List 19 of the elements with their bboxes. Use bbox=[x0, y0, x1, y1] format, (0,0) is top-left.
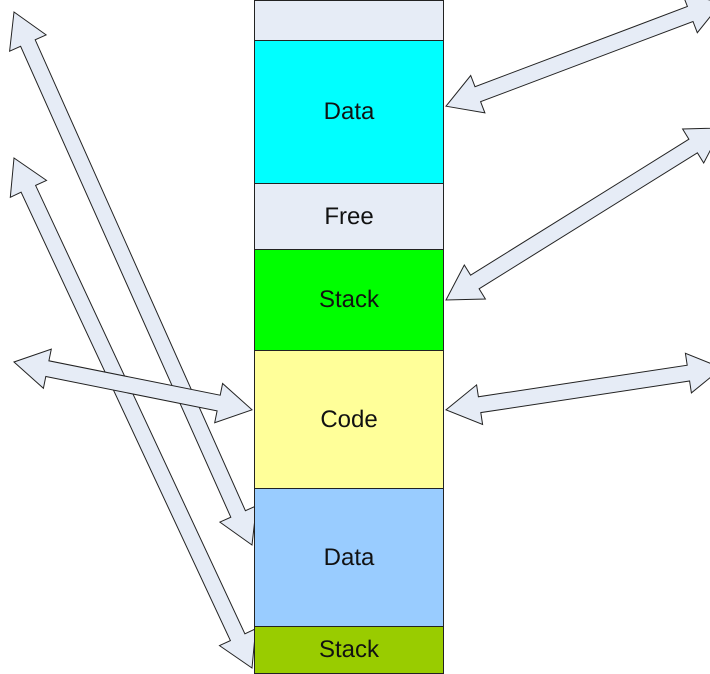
memory-region bbox=[254, 626, 444, 674]
memory-region bbox=[254, 183, 444, 250]
region-label: Stack bbox=[318, 286, 380, 314]
double-arrow bbox=[10, 157, 256, 669]
region-label: Data bbox=[324, 544, 374, 572]
double-arrow bbox=[445, 127, 710, 301]
memory-region bbox=[254, 40, 444, 184]
region-label: Code bbox=[320, 406, 378, 434]
memory-region bbox=[254, 350, 444, 489]
memory-region bbox=[254, 0, 444, 41]
region-label: Free bbox=[324, 202, 374, 230]
memory-region bbox=[254, 249, 444, 351]
double-arrow bbox=[445, 0, 710, 114]
double-arrow bbox=[9, 11, 257, 546]
region-label: Data bbox=[324, 98, 374, 126]
double-arrow bbox=[13, 348, 253, 424]
region-label: Stack bbox=[318, 636, 380, 664]
double-arrow bbox=[445, 352, 710, 426]
memory-region bbox=[254, 488, 444, 627]
